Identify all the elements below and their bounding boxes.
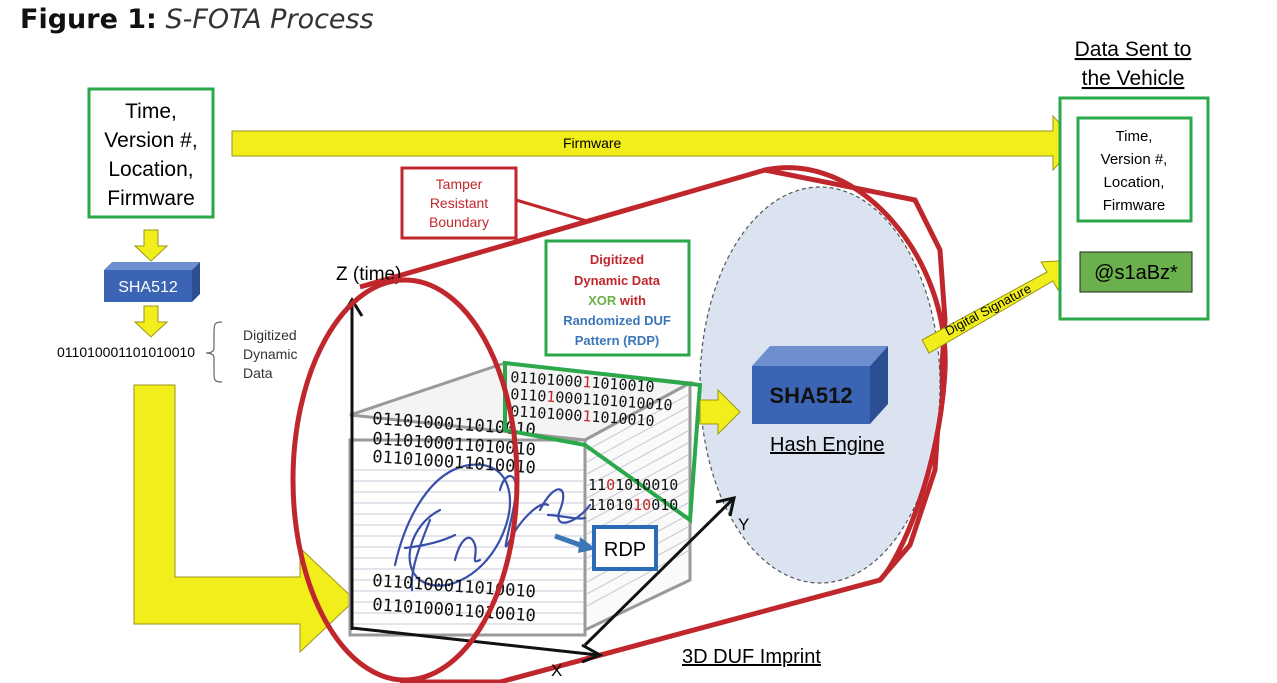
- figure-title: Figure 1: S-FOTA Process: [20, 4, 374, 35]
- brace: [205, 321, 223, 383]
- rdp-pointer: [554, 533, 596, 553]
- tube-right-edge: [764, 165, 948, 582]
- output-data-box: [1076, 116, 1193, 223]
- cube-side-row: 1101010010: [588, 496, 678, 514]
- ddd-line: Dynamic: [243, 346, 297, 362]
- x-axis-label: X: [551, 661, 562, 680]
- rdp-box: [592, 525, 658, 571]
- l-arrow: [133, 384, 356, 654]
- binary-string: 011010001101010010: [57, 344, 195, 360]
- imprint-label: 3D DUF Imprint: [682, 646, 821, 668]
- signature-arrow-label: Digital Signature: [942, 281, 1033, 339]
- input-line: Location,: [108, 158, 193, 181]
- cube-top-row: 0110100011010010: [510, 368, 655, 396]
- ddd-line: Data: [243, 365, 273, 381]
- firmware-arrow-label: Firmware: [563, 135, 622, 151]
- hash-engine-label: Hash Engine: [770, 434, 885, 456]
- sha512-hash-block: SHA512: [752, 346, 888, 424]
- sha512-hash-label: SHA512: [769, 383, 852, 408]
- y-axis-label: Y: [738, 515, 749, 534]
- handwritten-signature: [393, 463, 592, 592]
- output-line: Location,: [1104, 174, 1165, 191]
- xor-box-text: Digitized Dynamic Data XOR with Randomiz…: [563, 252, 671, 348]
- slice-line: [586, 442, 689, 499]
- slice-line: [586, 394, 689, 451]
- rdp-slice-highlight: [503, 360, 703, 524]
- input-box-text: Time, Version #, Location, Firmware: [104, 100, 197, 210]
- digitized-dynamic-data-label: Digitized Dynamic Data: [243, 327, 297, 381]
- z-axis-label: Z (time): [336, 264, 401, 285]
- output-line: Version #,: [1101, 151, 1168, 168]
- input-line: Firmware: [107, 187, 195, 210]
- tamper-line: Resistant: [430, 195, 488, 211]
- output-header-line: Data Sent to: [1075, 38, 1192, 61]
- tube-front-ellipse: [290, 277, 520, 683]
- slice-line: [586, 430, 689, 487]
- sha512-small-block: SHA512: [104, 262, 200, 302]
- slice-line: [586, 406, 689, 463]
- sha512-small-label: SHA512: [118, 279, 178, 296]
- tamper-line: Tamper: [436, 176, 483, 192]
- output-header: Data Sent to the Vehicle: [1075, 38, 1192, 90]
- y-axis-line: [583, 498, 734, 647]
- cube-top-text: 0110100011010010 011010001101010010 0110…: [510, 368, 673, 430]
- xor-line: Digitized: [590, 252, 644, 267]
- firmware-arrow: Firmware: [231, 114, 1079, 172]
- input-line: Time,: [125, 100, 177, 123]
- slice-line: [586, 478, 689, 535]
- slice-line: [586, 466, 689, 523]
- tamper-text: Tamper Resistant Boundary: [429, 176, 489, 230]
- signature-box: [1079, 251, 1193, 293]
- down-arrow-2: [133, 305, 169, 338]
- down-arrow-1: [133, 229, 169, 262]
- xor-line: XOR with: [588, 293, 646, 308]
- signature-value: @s1aBz*: [1094, 262, 1178, 284]
- tamper-line: Boundary: [429, 214, 489, 230]
- xor-line: Randomized DUF: [563, 313, 671, 328]
- output-line: Firmware: [1103, 197, 1166, 214]
- cube-side-text: 1101010010 1101010010: [588, 476, 678, 514]
- output-data-text: Time, Version #, Location, Firmware: [1101, 128, 1168, 214]
- rdp-label: RDP: [604, 539, 646, 561]
- tamper-box: [400, 166, 518, 240]
- ddd-line: Digitized: [243, 327, 297, 343]
- figure-label: Figure 1:: [20, 4, 157, 35]
- y-axis-head: [715, 496, 736, 517]
- input-line: Version #,: [104, 129, 197, 152]
- output-line: Time,: [1116, 128, 1153, 145]
- cube-side-row: 1101010010: [588, 476, 678, 494]
- xor-box: [544, 239, 691, 357]
- slice-line: [586, 418, 689, 475]
- input-box: [87, 87, 215, 219]
- output-header-line: the Vehicle: [1082, 67, 1185, 90]
- slice-to-hash-arrow: [699, 388, 741, 436]
- cube-top-row: 0110100011010010: [510, 402, 655, 430]
- x-axis-head: [581, 643, 604, 664]
- xor-line: Dynamic Data: [574, 273, 661, 288]
- xor-line: Pattern (RDP): [575, 333, 660, 348]
- figure-caption: S-FOTA Process: [165, 4, 374, 35]
- tamper-leader: [515, 198, 591, 224]
- x-axis-line: [351, 626, 599, 657]
